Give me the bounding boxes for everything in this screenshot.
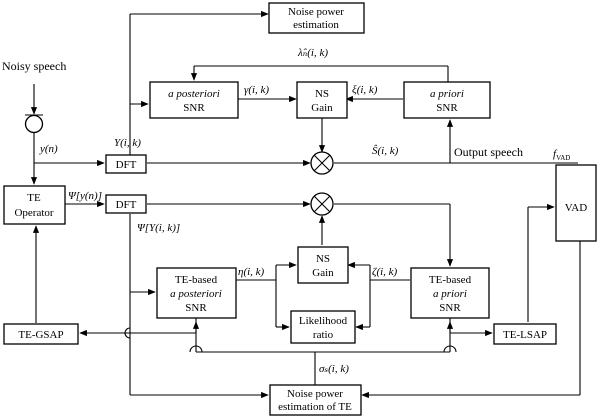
dft-top-block: DFT (105, 154, 147, 174)
svg-text:estimation: estimation (293, 19, 339, 31)
ns-gain-bottom-block: NS Gain (297, 246, 349, 284)
ns-gain-top-block: NS Gain (296, 81, 348, 119)
te-gsap-block: TE-GSAP (3, 323, 79, 345)
svg-text:DFT: DFT (116, 199, 137, 211)
svg-text:DFT: DFT (116, 159, 137, 171)
output-speech-label: Output speech (454, 145, 523, 159)
svg-text:Noise power: Noise power (287, 388, 343, 400)
eta-label: η(i, k) (238, 266, 265, 278)
svg-text:NS: NS (315, 88, 329, 100)
multiply-icon (310, 151, 334, 175)
te-a-priori-snr-block: TE-based a priori SNR (410, 267, 490, 319)
svg-text:TE-LSAP: TE-LSAP (503, 329, 547, 341)
svg-text:SNR: SNR (436, 102, 458, 114)
svg-text:Gain: Gain (312, 267, 334, 279)
s-hat-label: Ŝ(i, k) (372, 145, 399, 157)
svg-text:a posteriori: a posteriori (170, 288, 222, 300)
lambda-hat-label: λ̂ₙ(i, k) (297, 47, 328, 59)
f-vad-label: fVAD (553, 148, 570, 162)
svg-text:TE-based: TE-based (429, 274, 472, 286)
noisy-speech-label: Noisy speech (2, 59, 66, 73)
likelihood-ratio-block: Likelihood ratio (290, 310, 356, 344)
svg-text:VAD: VAD (565, 202, 587, 214)
y-n-label: y(n) (39, 143, 58, 155)
vad-block: VAD (555, 164, 597, 242)
svg-text:Noise power: Noise power (288, 6, 344, 18)
dft-bottom-block: DFT (105, 194, 147, 214)
a-priori-snr-block: a priori SNR (403, 81, 491, 119)
psi-Y-label: Ψ[Y(i, k)] (137, 222, 180, 234)
svg-text:Gain: Gain (311, 102, 333, 114)
noise-power-estimation-block: Noise power estimation (268, 2, 365, 34)
xi-label: ξ(i, k) (352, 84, 378, 96)
svg-text:Operator: Operator (14, 207, 53, 219)
Y-ik-label: Y(i, k) (114, 137, 141, 149)
svg-text:Likelihood: Likelihood (299, 315, 348, 327)
svg-text:ratio: ratio (313, 329, 334, 341)
svg-text:SNR: SNR (439, 302, 461, 314)
zeta-label: ζ(i, k) (372, 266, 398, 278)
connections (30, 10, 581, 399)
gamma-label: γ(i, k) (244, 84, 269, 96)
svg-text:TE-GSAP: TE-GSAP (18, 329, 63, 341)
signal-labels: Noisy speech y(n) Y(i, k) γ(i, k) ξ(i, k… (2, 47, 570, 375)
svg-text:a priori: a priori (433, 288, 467, 300)
svg-text:SNR: SNR (183, 102, 205, 114)
svg-text:TE-based: TE-based (175, 274, 218, 286)
te-lsap-block: TE-LSAP (493, 323, 557, 345)
svg-text:estimation of TE: estimation of TE (278, 401, 352, 413)
noise-power-estimation-te-block: Noise power estimation of TE (269, 384, 362, 416)
multiply-icon (310, 192, 334, 216)
svg-text:SNR: SNR (185, 302, 207, 314)
svg-text:NS: NS (316, 253, 330, 265)
svg-text:a posteriori: a posteriori (168, 88, 220, 100)
te-operator-block: TE Operator (3, 185, 66, 225)
te-a-posteriori-snr-block: TE-based a posteriori SNR (156, 267, 237, 319)
svg-text:TE: TE (27, 192, 41, 204)
a-posteriori-snr-block: a posteriori SNR (149, 81, 239, 119)
sigma-label: σₛ(i, k) (319, 363, 349, 375)
microphone-icon (24, 114, 44, 134)
svg-text:a priori: a priori (430, 88, 464, 100)
psi-y-label: Ψ[y(n)] (68, 190, 102, 202)
